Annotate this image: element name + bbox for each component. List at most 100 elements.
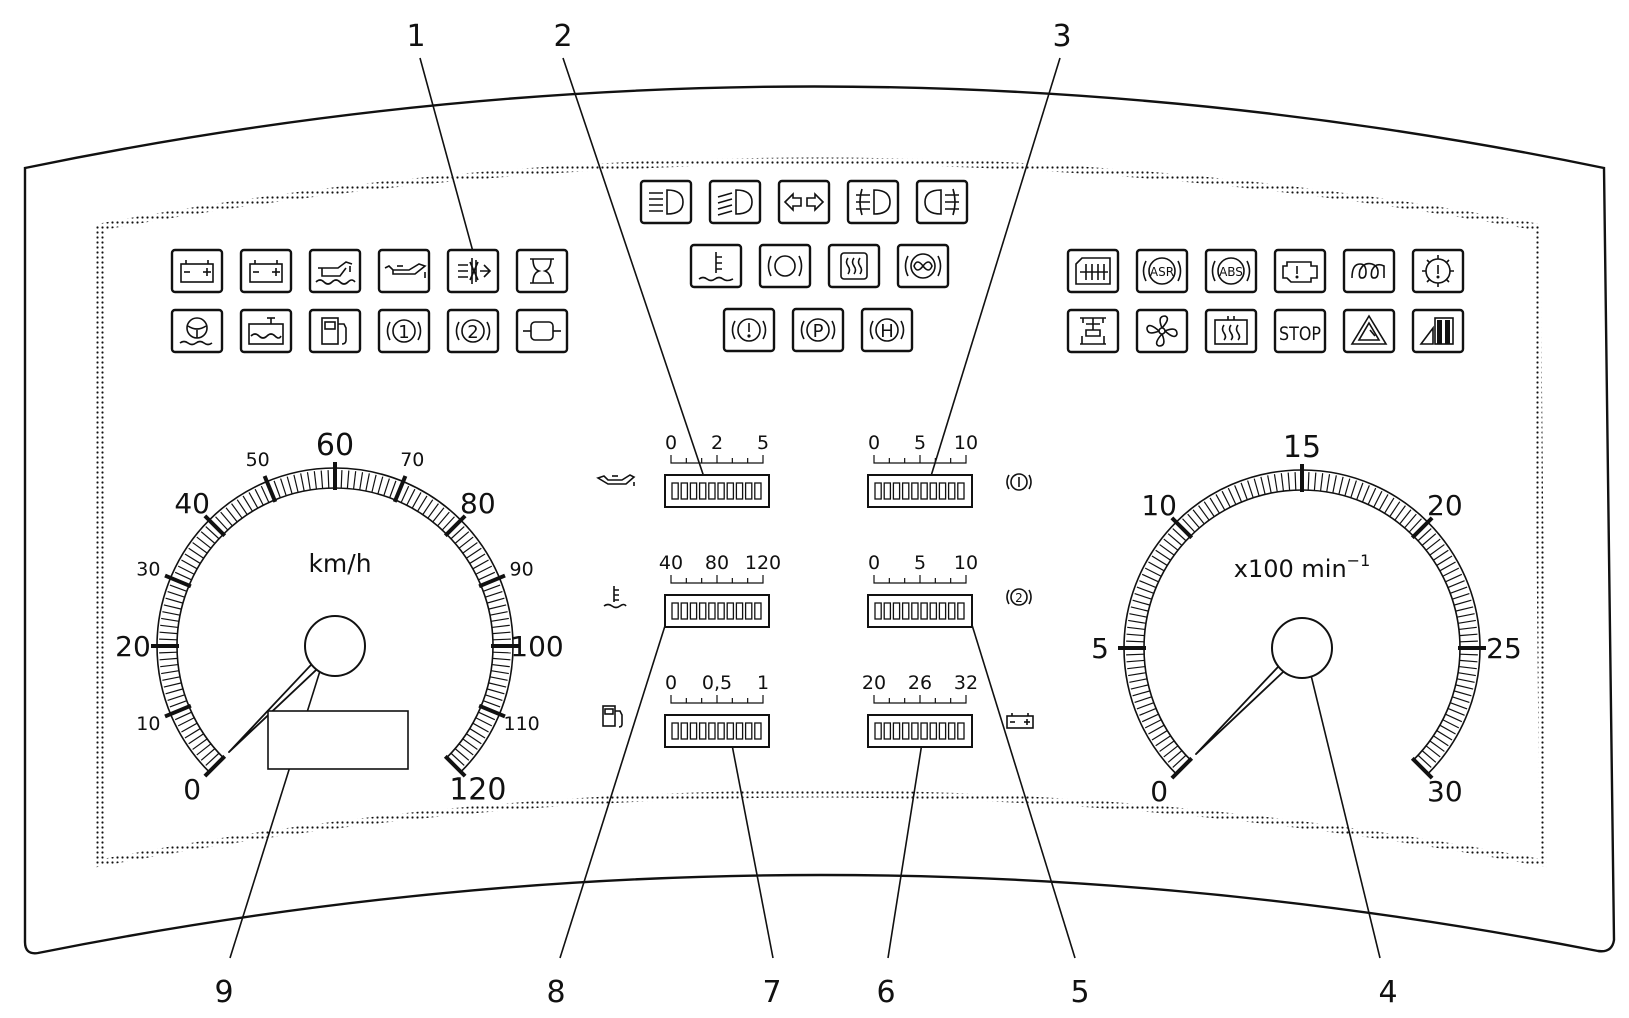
bar-segment bbox=[698, 602, 707, 620]
tachometer-minor-tick bbox=[1129, 678, 1148, 683]
tachometer-minor-tick bbox=[1394, 505, 1406, 521]
speedometer-minor-tick bbox=[483, 584, 501, 592]
tachometer-minor-tick bbox=[1439, 561, 1456, 572]
speedometer-minor-tick bbox=[491, 663, 510, 668]
tachometer-minor-tick bbox=[1425, 538, 1441, 551]
bar-segment bbox=[947, 482, 956, 500]
bar-segment bbox=[735, 602, 744, 620]
bar-segment bbox=[920, 482, 928, 500]
speedometer-minor-tick bbox=[169, 700, 187, 708]
bar-segment bbox=[929, 602, 938, 620]
hill-hold-icon: H bbox=[860, 307, 914, 353]
bar-segment bbox=[957, 722, 965, 740]
tachometer-minor-tick bbox=[1148, 561, 1165, 572]
coolant-temperature-icon bbox=[603, 586, 627, 609]
tachometer-hub bbox=[1271, 617, 1333, 679]
bar-segment bbox=[754, 722, 762, 740]
speedometer-minor-tick bbox=[352, 471, 357, 490]
speedometer-major-tick bbox=[262, 475, 278, 503]
speedometer-major-tick bbox=[478, 573, 506, 589]
speedometer-tick-label: 80 bbox=[460, 487, 496, 520]
stop-icon: STOP bbox=[1273, 308, 1327, 354]
bar-scale-label: 0 bbox=[665, 432, 677, 454]
speedometer-minor-tick bbox=[427, 503, 439, 519]
speedometer-major-tick bbox=[203, 514, 227, 538]
trailer-brake-icon bbox=[896, 243, 950, 289]
speedometer-minor-tick bbox=[346, 470, 350, 489]
tachometer-minor-tick bbox=[1151, 730, 1168, 741]
speedometer-minor-tick bbox=[162, 611, 181, 616]
bar-scale-label: 120 bbox=[745, 552, 781, 574]
speedometer-minor-tick bbox=[165, 597, 184, 604]
callout-labels: 1 2 3 4 5 6 7 8 9 bbox=[214, 19, 1397, 1010]
brake-circuit-2-icon: 2 bbox=[446, 308, 500, 354]
tachometer-minor-tick bbox=[1294, 472, 1297, 491]
speedometer-minor-tick bbox=[177, 565, 195, 575]
tachometer-minor-tick bbox=[1129, 613, 1148, 618]
tachometer-minor-tick bbox=[1453, 690, 1472, 697]
speedometer-minor-tick bbox=[485, 694, 503, 701]
speedometer-minor-tick bbox=[466, 547, 482, 559]
bar-segment bbox=[901, 602, 910, 620]
speedometer-minor-tick bbox=[300, 473, 305, 492]
speedometer-minor-tick bbox=[231, 503, 243, 519]
tachometer-tick-label: 5 bbox=[1091, 632, 1109, 665]
tachometer-minor-tick bbox=[1425, 745, 1441, 758]
speedometer-minor-tick bbox=[458, 743, 474, 756]
tachometer-minor-tick bbox=[1127, 665, 1146, 670]
tachometer-minor-tick bbox=[1429, 740, 1445, 752]
speedometer-major-tick bbox=[443, 514, 467, 538]
speedometer-tick-label: 40 bbox=[174, 487, 210, 520]
general-warning-icon bbox=[1411, 248, 1465, 294]
speedometer-minor-tick bbox=[327, 470, 330, 489]
callout-1: 1 bbox=[406, 19, 425, 54]
brake-circuit-1-icon bbox=[1006, 473, 1032, 491]
bar-segment bbox=[929, 722, 938, 740]
speedometer-minor-tick bbox=[462, 738, 478, 750]
speedometer-tick-label: 70 bbox=[400, 449, 424, 471]
bar-segment bbox=[947, 602, 956, 620]
tachometer-minor-tick bbox=[1172, 754, 1187, 768]
tachometer-minor-tick bbox=[1126, 659, 1145, 663]
tachometer-minor-tick bbox=[1159, 544, 1175, 556]
rear-fog-icon bbox=[915, 179, 969, 225]
bar-segment bbox=[726, 722, 735, 740]
tachometer-minor-tick bbox=[1373, 490, 1383, 508]
brake-circuit-1-label: 1 bbox=[398, 322, 409, 343]
tachometer-minor-tick bbox=[1332, 475, 1337, 494]
bar-scale-label: 5 bbox=[914, 432, 926, 454]
bar-segment bbox=[883, 482, 892, 500]
tachometer-minor-tick bbox=[1417, 754, 1432, 768]
fuel-pump-icon bbox=[602, 705, 623, 728]
tachometer-minor-tick bbox=[1459, 640, 1478, 643]
tachometer-minor-tick bbox=[1128, 672, 1147, 677]
tachometer-minor-tick bbox=[1134, 696, 1152, 703]
bar-segment bbox=[957, 482, 965, 500]
speedometer-minor-tick bbox=[490, 617, 509, 622]
bar-segment bbox=[911, 722, 919, 740]
bar-segment bbox=[920, 722, 928, 740]
air-filter-icon bbox=[446, 248, 500, 294]
tachometer-minor-tick bbox=[1167, 533, 1183, 546]
bar-segment bbox=[726, 602, 735, 620]
speedometer-minor-tick bbox=[488, 682, 507, 688]
speedometer-tick-label: 110 bbox=[503, 713, 539, 735]
callout-2: 2 bbox=[553, 19, 572, 54]
speedometer-minor-tick bbox=[359, 472, 364, 491]
bar-scale-label: 0,5 bbox=[702, 672, 732, 694]
tachometer-minor-tick bbox=[1356, 482, 1364, 500]
tachometer-minor-tick bbox=[1253, 478, 1260, 497]
speedometer-minor-tick bbox=[492, 638, 511, 641]
speedometer-minor-tick bbox=[161, 617, 180, 622]
bar-segment bbox=[874, 722, 882, 740]
mirror-heater-icon bbox=[827, 243, 881, 289]
speedometer-hub bbox=[304, 615, 366, 677]
window-heater-icon bbox=[1066, 248, 1120, 294]
tachometer-minor-tick bbox=[1155, 735, 1171, 747]
speedometer-minor-tick bbox=[260, 485, 270, 503]
